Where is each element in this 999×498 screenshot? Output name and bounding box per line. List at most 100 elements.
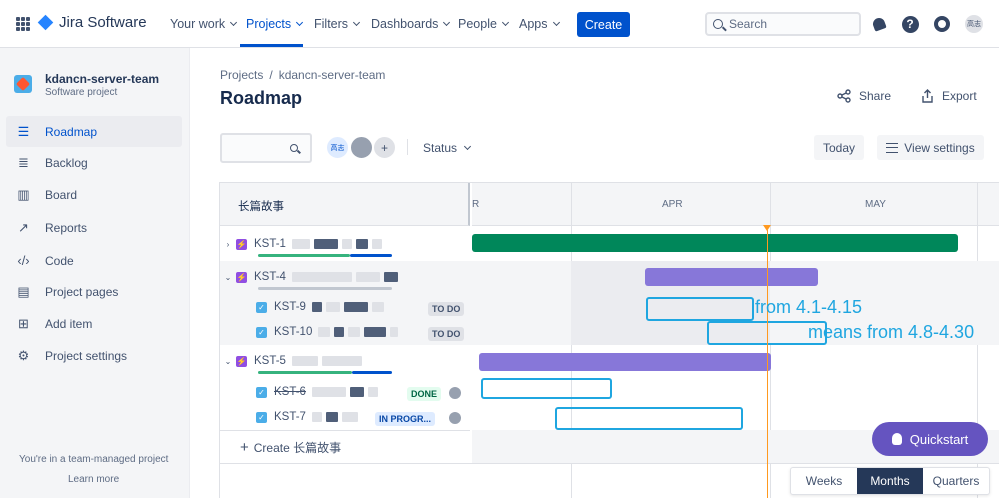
sliders-icon — [886, 142, 899, 153]
today-line — [767, 230, 768, 498]
page-title: Roadmap — [220, 88, 303, 108]
notifications-button[interactable] — [869, 14, 889, 34]
settings-icon: ⚙ — [17, 347, 30, 363]
progress-bar — [258, 287, 392, 290]
timescale-weeks[interactable]: Weeks — [805, 474, 843, 488]
quickstart-button[interactable]: Quickstart — [872, 422, 988, 456]
progress-bar — [258, 254, 350, 257]
chevron-down-icon — [463, 142, 472, 151]
share-button[interactable]: Share — [837, 89, 891, 103]
list-item[interactable]: ⌄ ⚡ KST-4 — [220, 267, 470, 287]
timescale-quarters[interactable]: Quarters — [932, 474, 980, 488]
bell-icon — [871, 16, 887, 32]
task-checkbox-icon: ✓ — [256, 326, 267, 338]
assignee-avatar[interactable] — [449, 412, 461, 424]
sidebar-item-board[interactable]: ▥ Board — [17, 186, 78, 202]
project-type: Software project — [45, 87, 118, 98]
chevron-down-icon — [352, 18, 361, 27]
chevron-down-icon — [230, 18, 238, 27]
expand-icon[interactable]: › — [226, 239, 230, 249]
epic-icon: ⚡ — [236, 238, 247, 250]
breadcrumb: Projects/kdancn-server-team — [220, 68, 386, 82]
add-people-icon[interactable]: + — [372, 135, 397, 160]
sidebar-item-code[interactable]: ‹/› Code — [17, 253, 74, 268]
export-icon — [922, 89, 933, 103]
help-button[interactable]: ? — [900, 14, 920, 34]
nav-people[interactable]: People — [458, 17, 509, 31]
sidebar-item-backlog[interactable]: ≣ Backlog — [6, 147, 182, 178]
epic-icon: ⚡ — [236, 271, 247, 283]
sidebar-item-project-settings[interactable]: ⚙ Project settings — [17, 347, 128, 363]
profile-button[interactable]: 高志 — [964, 14, 984, 34]
add-item-icon: ⊞ — [18, 315, 29, 331]
month-may: MAY — [865, 199, 886, 210]
task-checkbox-icon: ✓ — [256, 386, 267, 398]
sidebar-item-roadmap[interactable]: ☰ Roadmap — [6, 116, 182, 147]
list-item[interactable]: ✓ KST-6 — [220, 381, 470, 403]
create-button[interactable]: Create — [577, 12, 630, 37]
today-button[interactable]: Today — [814, 135, 864, 160]
annotation-text-1: from 4.1-4.15 — [755, 297, 863, 317]
timescale-switcher: Weeks Months Quarters — [790, 467, 990, 495]
settings-button[interactable] — [932, 14, 952, 34]
status-badge: TO DO — [428, 302, 465, 316]
board-icon: ▥ — [17, 186, 30, 202]
nav-apps[interactable]: Apps — [519, 17, 560, 31]
timescale-months[interactable]: Months — [857, 468, 923, 494]
breadcrumb-projects[interactable]: Projects — [220, 68, 264, 82]
nav-filters[interactable]: Filters — [314, 17, 361, 31]
project-name[interactable]: kdancn-server-team — [45, 72, 160, 86]
month-mar: R — [472, 199, 480, 210]
top-navigation: Jira Software Your work Projects Filters… — [0, 0, 999, 48]
app-switcher-icon[interactable] — [16, 17, 30, 31]
breadcrumb-project[interactable]: kdancn-server-team — [278, 68, 386, 82]
pages-icon: ▤ — [17, 283, 30, 299]
nav-your-work[interactable]: Your work — [170, 17, 238, 31]
learn-more-link[interactable]: Learn more — [68, 474, 120, 485]
progress-bar — [350, 254, 392, 257]
list-item[interactable]: ✓ KST-10 — [220, 321, 470, 343]
list-item[interactable]: ✓ KST-7 — [220, 406, 470, 428]
export-button[interactable]: Export — [921, 89, 977, 103]
search-input[interactable]: Search — [705, 12, 861, 36]
chevron-down-icon — [296, 18, 304, 27]
sidebar-item-add-item[interactable]: ⊞ Add item — [6, 308, 182, 339]
collapse-icon[interactable]: ⌄ — [224, 356, 232, 366]
avatar-filter-2[interactable] — [349, 135, 374, 160]
project-avatar-icon — [14, 75, 32, 93]
active-nav-indicator — [240, 44, 303, 47]
list-item[interactable]: ⌄ ⚡ KST-5 — [220, 351, 470, 371]
annotation-text-2: means from 4.8-4.30 — [808, 322, 975, 342]
annotation-box-kst7 — [555, 407, 743, 430]
avatar: 高志 — [965, 15, 983, 33]
help-icon: ? — [901, 15, 919, 33]
chevron-down-icon — [552, 18, 560, 27]
create-epic-button[interactable]: +Create 长篇故事 — [220, 430, 470, 463]
brand-name: Jira Software — [59, 14, 147, 31]
epic-bar-kst1[interactable] — [472, 234, 958, 252]
search-icon — [713, 19, 723, 29]
sidebar-item-reports[interactable]: ↗ Reports — [6, 212, 182, 243]
epic-bar-kst4[interactable] — [645, 268, 818, 286]
collapse-icon[interactable]: ⌄ — [224, 272, 232, 282]
filter-divider — [407, 139, 408, 155]
view-settings-button[interactable]: View settings — [877, 135, 984, 160]
nav-dashboards[interactable]: Dashboards — [371, 17, 451, 31]
nav-projects[interactable]: Projects — [246, 17, 304, 31]
task-checkbox-icon: ✓ — [256, 301, 267, 313]
today-marker-icon — [763, 225, 771, 231]
assignee-avatar[interactable] — [449, 387, 461, 399]
task-checkbox-icon: ✓ — [256, 411, 267, 423]
backlog-icon: ≣ — [18, 154, 29, 170]
list-item[interactable]: ✓ KST-9 — [220, 296, 470, 318]
chevron-down-icon — [501, 18, 509, 27]
list-item[interactable]: › ⚡ KST-1 — [220, 234, 470, 254]
sidebar-item-project-pages[interactable]: ▤ Project pages — [17, 283, 119, 299]
epic-bar-kst5[interactable] — [479, 353, 771, 371]
jira-logo[interactable]: Jira Software — [37, 14, 147, 31]
avatar-filter-1[interactable]: 高志 — [325, 135, 350, 160]
status-filter[interactable]: Status — [423, 141, 472, 155]
annotation-box-kst6 — [481, 378, 612, 399]
roadmap-icon: ☰ — [17, 123, 30, 139]
roadmap-search-input[interactable] — [220, 133, 312, 163]
